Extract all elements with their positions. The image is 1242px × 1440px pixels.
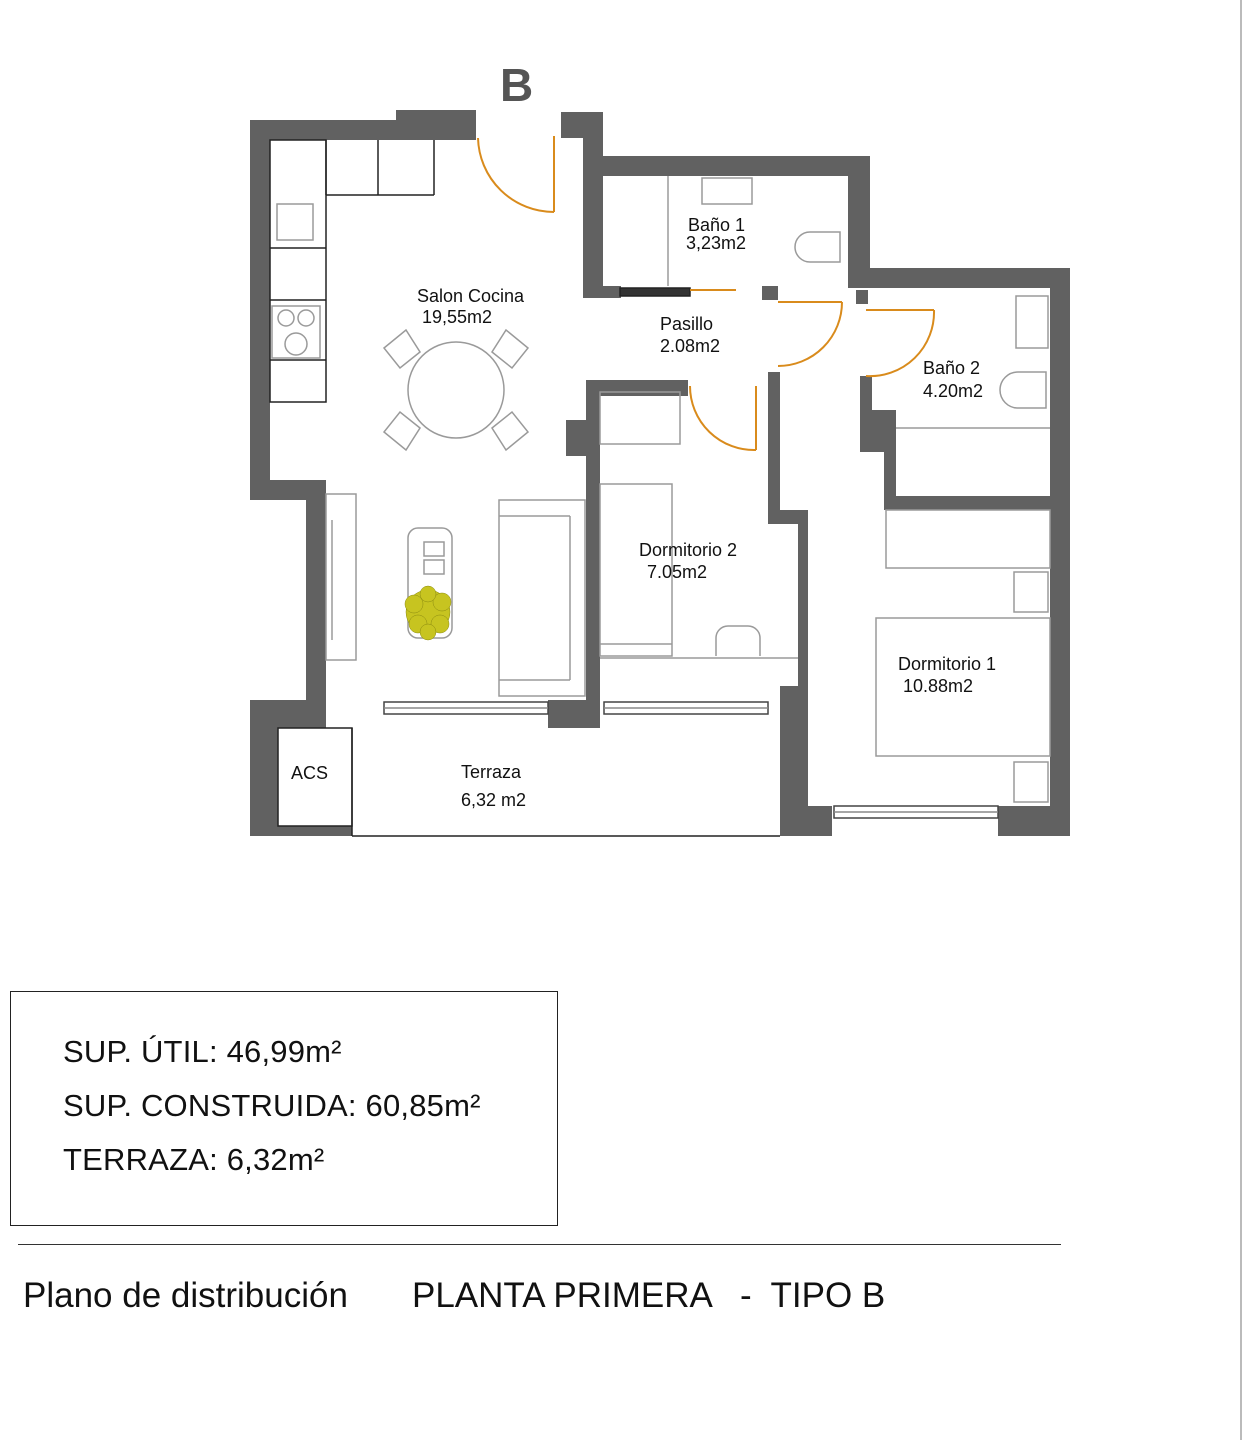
- sup-construida: SUP. CONSTRUIDA: 60,85m²: [63, 1088, 481, 1123]
- room-name-bano2: Baño 2: [923, 358, 980, 378]
- sup-util: SUP. ÚTIL: 46,99m²: [63, 1034, 342, 1069]
- room-area-dorm1: 10.88m2: [903, 676, 973, 696]
- room-area-pasillo: 2.08m2: [660, 336, 720, 356]
- room-name-dorm2: Dormitorio 2: [639, 540, 737, 560]
- room-name-terraza: Terraza: [461, 762, 522, 782]
- page-edge: [1240, 0, 1242, 1440]
- room-name-acs: ACS: [291, 763, 328, 783]
- room-name-bano1: Baño 1: [688, 215, 745, 235]
- floor-plan: B: [250, 59, 1070, 837]
- divider: [18, 1244, 1061, 1245]
- walls: [250, 110, 1070, 836]
- footer-title: Plano de distribución: [23, 1276, 348, 1315]
- room-name-salon: Salon Cocina: [417, 286, 525, 306]
- room-area-terraza: 6,32 m2: [461, 790, 526, 810]
- room-name-dorm1: Dormitorio 1: [898, 654, 996, 674]
- room-area-bano1: 3,23m2: [686, 233, 746, 253]
- wall-outlines: [269, 139, 999, 837]
- furniture: [271, 176, 1051, 803]
- sup-terraza: TERRAZA: 6,32m²: [63, 1142, 325, 1177]
- room-area-bano2: 4.20m2: [923, 381, 983, 401]
- surface-summary-box: SUP. ÚTIL: 46,99m² SUP. CONSTRUIDA: 60,8…: [10, 991, 558, 1226]
- room-area-dorm2: 7.05m2: [647, 562, 707, 582]
- doors: [477, 136, 936, 452]
- plan-letter: B: [500, 59, 533, 111]
- footer-plan-type: PLANTA PRIMERA - TIPO B: [412, 1276, 886, 1315]
- plant-icon: [404, 585, 452, 641]
- room-area-salon: 19,55m2: [422, 307, 492, 327]
- room-labels: Salon Cocina 19,55m2 Pasillo 2.08m2 Baño…: [291, 215, 996, 810]
- room-name-pasillo: Pasillo: [660, 314, 713, 334]
